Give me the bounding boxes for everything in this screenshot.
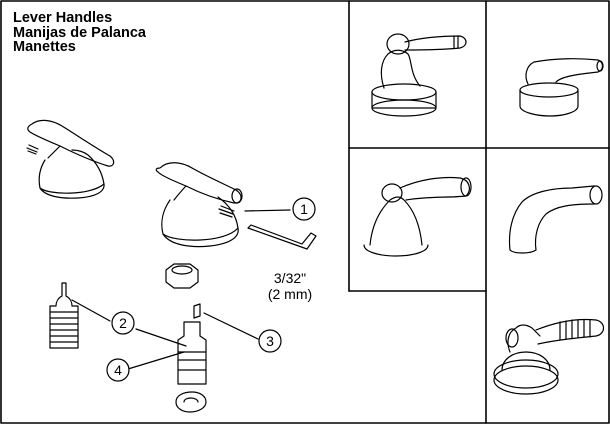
callout-3-label: 3 xyxy=(266,333,274,349)
callout-1: 1 xyxy=(292,197,316,221)
title-french: Manettes xyxy=(13,39,76,55)
lever-handle-variant-1 xyxy=(371,33,467,117)
lever-handle-variant-5 xyxy=(493,318,605,395)
handle-small-drawing xyxy=(26,119,115,199)
handle-large-drawing xyxy=(155,162,317,250)
callout-1-label: 1 xyxy=(300,201,308,217)
callout-2: 2 xyxy=(111,311,135,335)
lever-handle-variant-4 xyxy=(508,185,603,254)
callout-leaders xyxy=(71,209,291,370)
lever-handle-variant-3 xyxy=(363,176,472,257)
callout-2-label: 2 xyxy=(119,315,127,331)
hex-wrench-size-imperial: 3/32" xyxy=(273,270,307,286)
title-english: Lever Handles xyxy=(13,10,113,26)
callout-3: 3 xyxy=(258,329,282,353)
hex-wrench-size: 3/32" (2 mm) xyxy=(255,270,325,302)
stem-parts-drawing xyxy=(49,263,207,413)
lever-handle-variant-2 xyxy=(519,58,604,117)
callout-4-label: 4 xyxy=(114,362,122,378)
hex-wrench-size-metric: (2 mm) xyxy=(267,286,313,302)
callout-4: 4 xyxy=(106,358,130,382)
title-spanish: Manijas de Palanca xyxy=(13,24,146,41)
title-block: Lever Handles Manijas de Palanca Manette… xyxy=(13,11,146,55)
